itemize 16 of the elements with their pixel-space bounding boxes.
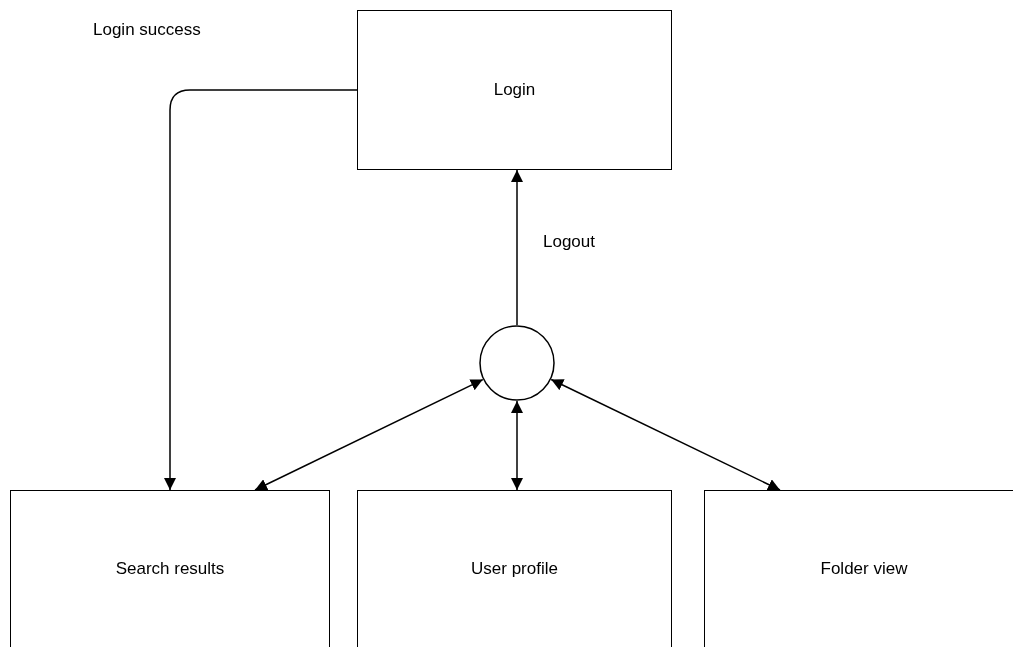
edge-label: Login success <box>93 20 201 40</box>
screen-name: User profile <box>471 558 558 579</box>
double-arrow <box>511 400 523 491</box>
screen-box <box>357 490 672 647</box>
screen-box <box>704 490 1013 647</box>
edge-label: Logout <box>543 232 595 252</box>
arrow <box>164 89 358 491</box>
double-arrow <box>254 378 484 491</box>
screen-box <box>10 490 330 647</box>
screen-name: Search results <box>115 558 225 579</box>
arrow <box>511 169 523 326</box>
screen-name: Folder view <box>820 558 908 579</box>
double-arrow <box>550 378 781 491</box>
junction-circle <box>479 325 555 401</box>
screen-name: Login <box>493 80 536 100</box>
screen-box <box>357 10 672 170</box>
